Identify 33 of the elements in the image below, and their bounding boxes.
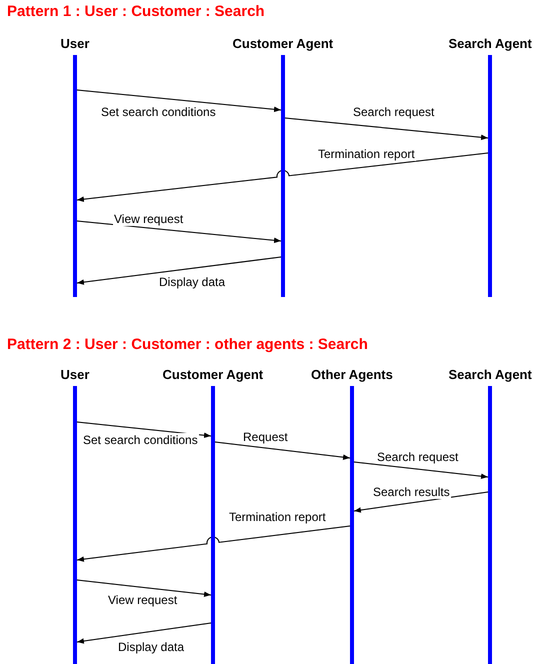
pattern-heading: Pattern 2 : User : Customer : other agents : Search (7, 336, 368, 353)
edge-label: Termination report (228, 510, 327, 524)
message-arrow (214, 442, 350, 460)
message-arrow (354, 462, 488, 479)
edge-label: Request (242, 430, 289, 444)
message-arrow (76, 580, 212, 597)
pattern-heading: Pattern 1 : User : Customer : Search (7, 3, 265, 20)
edge-label: View request (107, 593, 178, 607)
edge-label: Search request (352, 105, 436, 119)
participant-name: User (60, 367, 90, 383)
participant-name: Search Agent (448, 36, 532, 52)
edge-label: Termination report (317, 147, 416, 161)
message-arrow (76, 220, 282, 244)
message-arrow (76, 422, 212, 438)
message-arrow (76, 90, 282, 112)
message-arrow (76, 152, 488, 202)
message-arrow (76, 622, 212, 644)
edge-label: Display data (158, 275, 226, 289)
message-arrow (284, 118, 488, 140)
edge-label: Search request (376, 450, 460, 464)
message-arrow (76, 256, 282, 285)
edge-label: Search results (372, 485, 451, 499)
edge-label: View request (113, 212, 184, 226)
message-arrow (76, 526, 350, 562)
message-arrow (354, 492, 488, 513)
participant-name: Other Agents (311, 367, 393, 383)
edge-label: Set search conditions (82, 433, 199, 447)
participant-name: User (60, 36, 90, 52)
participant-name: Search Agent (448, 367, 532, 383)
edge-label: Set search conditions (100, 105, 217, 119)
edge-label: Display data (117, 640, 186, 654)
participant-name: Customer Agent (162, 367, 264, 383)
participant-name: Customer Agent (232, 36, 334, 52)
